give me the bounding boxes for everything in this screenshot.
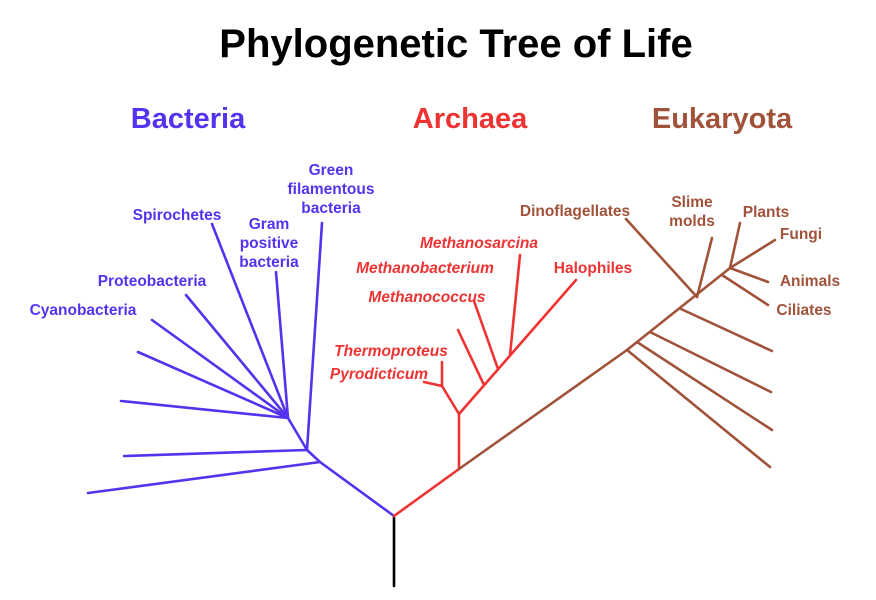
branch-methanobacterium: [472, 299, 500, 371]
bacteria-branch-low: [122, 448, 309, 458]
label-dinoflagellates: Dinoflagellates: [520, 203, 630, 220]
eukaryota-branches: [457, 217, 777, 471]
label-plants: Plants: [743, 204, 790, 221]
eukaryota-branch-4: [679, 307, 774, 353]
bacteria-branch-lowest: [86, 460, 322, 495]
bacteria-branches: [86, 221, 396, 518]
label-cyanobacteria: Cyanobacteria: [30, 302, 137, 319]
branch-pyrodicticum-tip: [422, 380, 444, 388]
branch-ciliates: [720, 273, 770, 307]
label-fungi: Fungi: [780, 226, 822, 243]
branch-pyrodicticum: [440, 384, 461, 416]
label-methanococcus: Methanococcus: [368, 289, 486, 306]
eukaryota-crown-stem: [625, 266, 732, 352]
domain-label-archaea: Archaea: [413, 103, 528, 135]
branch-halophiles: [457, 278, 578, 416]
branch-methanococcus: [456, 328, 486, 387]
branch-green-filamentous: [305, 221, 324, 452]
eukaryota-branch-3: [648, 330, 773, 394]
branch-cyanobacteria: [150, 318, 290, 420]
branch-methanosarcina: [508, 253, 522, 357]
branch-fungi: [728, 238, 777, 270]
label-animals: Animals: [780, 273, 840, 290]
domain-label-eukaryota: Eukaryota: [652, 103, 793, 135]
label-gram-positive-2: positive: [240, 235, 299, 252]
bacteria-stem: [318, 460, 396, 518]
label-halophiles: Halophiles: [554, 260, 632, 277]
branch-gram-positive: [274, 270, 290, 420]
label-proteobacteria: Proteobacteria: [98, 273, 207, 290]
branch-animals: [728, 266, 770, 284]
label-methanobacterium: Methanobacterium: [356, 260, 494, 277]
eukaryota-stem: [457, 348, 629, 471]
branch-plants: [728, 221, 742, 270]
label-slime-molds-1: Slime: [671, 194, 713, 211]
bacteria-inner-node: [286, 416, 309, 452]
branch-proteobacteria: [184, 293, 290, 420]
label-gram-positive-3: bacteria: [239, 254, 299, 271]
branch-spirochetes: [210, 222, 290, 420]
eukaryota-branch-2: [635, 340, 774, 432]
branch-slime-molds: [695, 236, 714, 299]
domain-label-bacteria: Bacteria: [131, 103, 246, 135]
eukaryota-branch-1: [625, 348, 772, 469]
label-ciliates: Ciliates: [776, 302, 831, 319]
label-green-filamentous-2: filamentous: [288, 181, 375, 198]
archaea-labels: Methanosarcina Methanobacterium Halophil…: [330, 235, 632, 383]
label-gram-positive-1: Gram: [249, 216, 290, 233]
label-pyrodicticum: Pyrodicticum: [330, 366, 428, 383]
label-slime-molds-2: molds: [669, 213, 715, 230]
bacteria-branch-unlabeled: [136, 350, 290, 420]
label-thermoproteus: Thermoproteus: [334, 343, 448, 360]
bacteria-branch-mid: [119, 399, 290, 420]
bacteria-inner-stem: [305, 448, 322, 464]
archaea-stem: [392, 467, 461, 518]
figure-title: Phylogenetic Tree of Life: [219, 22, 692, 66]
label-methanosarcina: Methanosarcina: [420, 235, 538, 252]
bacteria-labels: Green filamentous bacteria Spirochetes G…: [30, 162, 375, 319]
archaea-branches: [392, 253, 578, 518]
label-green-filamentous-3: bacteria: [301, 200, 361, 217]
eukaryota-labels: Dinoflagellates Slime molds Plants Fungi…: [520, 194, 840, 319]
label-green-filamentous-1: Green: [309, 162, 354, 179]
label-spirochetes: Spirochetes: [133, 207, 222, 224]
branch-dinoflagellates: [624, 217, 699, 299]
